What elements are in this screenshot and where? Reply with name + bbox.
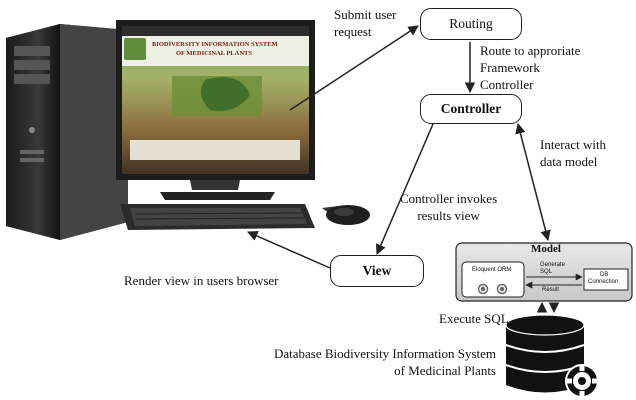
db-connection-label-2: Connection [588,279,619,285]
model-box [455,242,633,302]
render-view-arrow [247,230,331,269]
route-label: Route to approriate Framework Controller [480,43,581,92]
monitor-icon [116,20,315,200]
submit-request-label: Submit user request [334,7,397,39]
routing-label: Routing [449,16,493,31]
database-icon [505,314,585,393]
invokes-label: Controller invokes results view [400,191,498,223]
generate-sql-label-2: SQL [540,269,553,275]
controller-label: Controller [440,101,502,116]
submit-request-arrow [289,25,419,111]
result-label: Result [542,287,560,293]
database-caption: Database Biodiversity Information System… [273,346,496,378]
render-label: Render view in users browser [124,273,279,288]
routing-node: Routing [420,8,522,40]
mouse-icon [322,205,370,225]
execute-sql-label: Execute SQL [439,311,509,326]
invoke-view-arrow [375,123,434,255]
settings-gear-icon [565,364,599,398]
screen-subtitle: OF MEDICINAL PLANTS [176,50,252,57]
generate-sql-label: Generate [540,262,566,268]
controller-node: Controller [420,94,522,124]
view-label: View [362,263,392,278]
keyboard-icon [120,204,315,230]
computer-tower-icon [6,24,128,240]
controller-model-arrow [515,122,551,242]
screen-title: BIODIVERSITY INFORMATION SYSTEM [152,41,278,48]
model-title: Model [531,243,561,255]
interact-label: Interact with data model [540,137,607,169]
view-node: View [330,255,424,287]
db-connection-label: DB [600,272,609,278]
orm-label: Eloquent ORM [472,267,512,273]
